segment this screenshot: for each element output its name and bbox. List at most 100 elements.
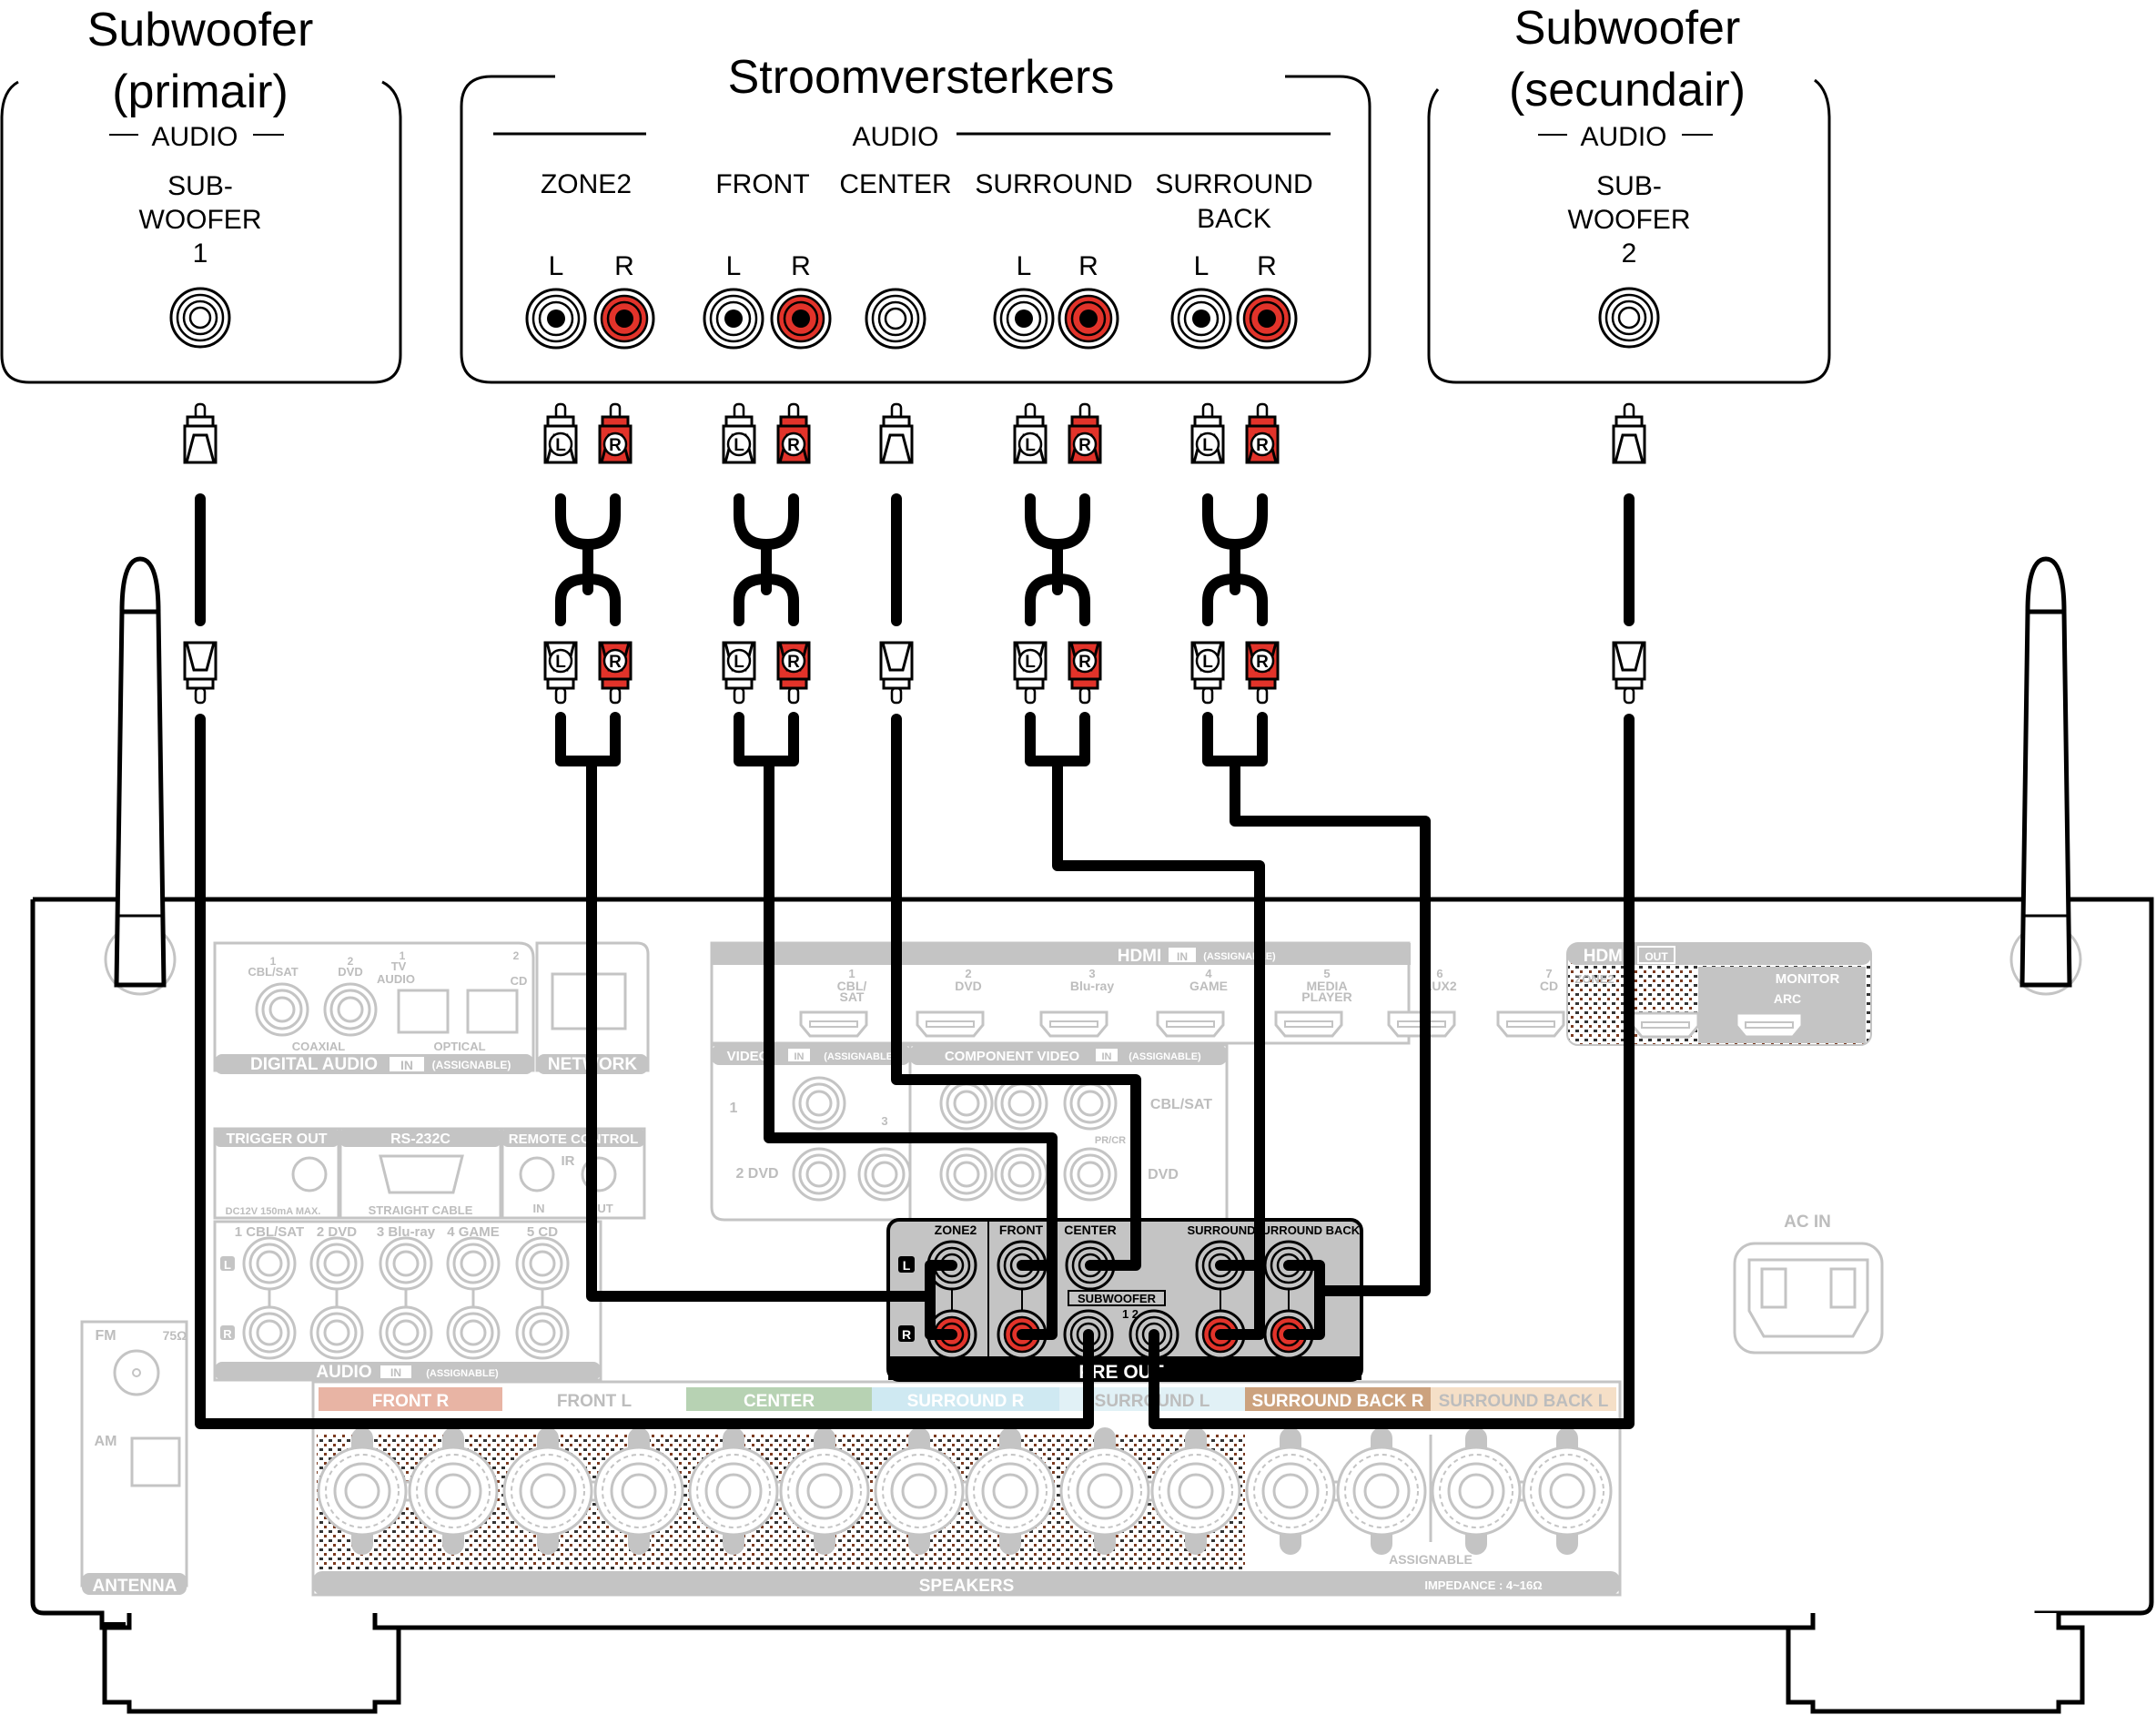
speaker-channel-label: SURROUND R bbox=[907, 1392, 1025, 1411]
ac-in-socket bbox=[1733, 1242, 1884, 1355]
rca-plug-white bbox=[183, 402, 218, 464]
rca-plug-red: R bbox=[776, 402, 811, 464]
amp-input-jack bbox=[1236, 288, 1298, 350]
hdmi-input-num: 4 bbox=[1205, 967, 1212, 980]
hdmi-input-label-2: PLAYER bbox=[1301, 989, 1352, 1004]
hdmi-input-num: 5 bbox=[1323, 967, 1330, 980]
hdmi-input-port bbox=[799, 1010, 868, 1038]
preout-surround-back-label: SURROUND BACK bbox=[1254, 1223, 1361, 1237]
cable-subwoofer-1 bbox=[195, 714, 1094, 1429]
rca-plug-white: L bbox=[1190, 402, 1225, 464]
rca-plug-white bbox=[879, 402, 914, 464]
preout-subwoofer-numbers: 1 2 bbox=[1122, 1307, 1139, 1321]
amp-channel-label: ZONE2 bbox=[541, 169, 632, 199]
svg-text:R: R bbox=[787, 436, 800, 455]
left-foot bbox=[102, 1613, 401, 1714]
sub2-label-line3: 2 bbox=[1622, 238, 1637, 269]
hdmi-input-num: 1 bbox=[848, 967, 855, 980]
cable-center bbox=[891, 714, 1141, 1271]
rca-plug-red: R bbox=[776, 641, 811, 705]
hdmi-out-title: HDMI bbox=[1584, 947, 1628, 966]
speaker-channel-band bbox=[319, 1387, 502, 1411]
hdmi-out-section: HDMI OUT ZONE2 MONITOR ARC bbox=[1566, 942, 1872, 1046]
preout-subwoofer-label: SUBWOOFER bbox=[1078, 1292, 1157, 1305]
audio-in-l-badge: L bbox=[224, 1258, 231, 1272]
video-in-badge: IN bbox=[795, 1051, 805, 1062]
svg-text:L: L bbox=[555, 653, 566, 672]
amp-jack-side-label: R bbox=[1078, 251, 1098, 281]
audio-in-assignable: (ASSIGNABLE) bbox=[426, 1368, 499, 1379]
trigger-out-section: TRIGGER OUT DC12V 150mA MAX. bbox=[213, 1127, 340, 1220]
ac-in-section: AC IN bbox=[1733, 1213, 1884, 1355]
svg-text:L: L bbox=[1025, 653, 1036, 672]
sub2-label-line1: SUB- bbox=[1596, 171, 1662, 201]
optical-jack-1 bbox=[397, 989, 450, 1034]
av-receiver-rear-panel: 1 CBL/SAT 2 DVD 1 TV AUDIO 2 CD COAXIAL … bbox=[30, 897, 2154, 1714]
opt1-label-b: AUDIO bbox=[377, 972, 415, 986]
component-row2-label: DVD bbox=[1148, 1167, 1179, 1182]
hdmi-input-port bbox=[916, 1010, 985, 1038]
video-assignable: (ASSIGNABLE) bbox=[824, 1051, 896, 1062]
cable-zone2 bbox=[586, 756, 957, 1340]
coaxial-jack-2 bbox=[323, 982, 378, 1037]
audio-in-title: AUDIO bbox=[316, 1363, 371, 1382]
speaker-channel-band bbox=[686, 1387, 872, 1411]
preout-l-badge: L bbox=[903, 1258, 911, 1273]
video-jack-3 bbox=[857, 1147, 912, 1202]
component-assignable: (ASSIGNABLE) bbox=[1129, 1051, 1201, 1062]
preout-front-label: FRONT bbox=[999, 1223, 1044, 1237]
audio-in-l-jack bbox=[379, 1236, 433, 1291]
amp-jack-side-label: L bbox=[726, 251, 742, 281]
component-pr-label: PR/CR bbox=[1095, 1135, 1126, 1146]
video-row2-label: 2 DVD bbox=[735, 1166, 778, 1182]
amp-channel-label: SURROUND bbox=[1155, 169, 1312, 199]
svg-text:R: R bbox=[1078, 653, 1091, 672]
speakers-title: SPEAKERS bbox=[919, 1577, 1015, 1596]
component-in-badge: IN bbox=[1102, 1051, 1112, 1062]
svg-text:L: L bbox=[1202, 653, 1213, 672]
audio-in-r-jack bbox=[242, 1305, 297, 1360]
speaker-channel-label: SURROUND BACK L bbox=[1439, 1392, 1609, 1411]
svg-text:L: L bbox=[734, 436, 744, 455]
audio-in-r-jack bbox=[446, 1305, 501, 1360]
am-antenna-terminal bbox=[130, 1436, 181, 1487]
subwoofer-secondary-group-label: AUDIO bbox=[1580, 122, 1666, 152]
audio-in-r-badge: R bbox=[223, 1327, 232, 1341]
rca-plug-red: R bbox=[1068, 641, 1102, 705]
wireless-antenna-right bbox=[2019, 556, 2072, 988]
video-row1-num: 1 bbox=[730, 1101, 738, 1116]
amp-input-jack bbox=[593, 288, 655, 350]
hdmi-input-port bbox=[1156, 1010, 1225, 1038]
rca-plug-white: L bbox=[1190, 641, 1225, 705]
subwoofer-primary-title-line1: Subwoofer bbox=[87, 4, 314, 56]
amp-input-jack bbox=[525, 288, 587, 350]
audio-in-l-jack bbox=[242, 1236, 297, 1291]
amp-jack-side-label: L bbox=[549, 251, 564, 281]
speaker-channel-label: CENTER bbox=[744, 1392, 815, 1411]
fm-antenna-jack bbox=[113, 1349, 160, 1396]
opt2-num: 2 bbox=[513, 949, 520, 962]
video-jack-1 bbox=[792, 1076, 846, 1131]
antenna-section: FM 75Ω AM ANTENNA bbox=[80, 1320, 188, 1596]
coax2-num: 2 bbox=[348, 955, 354, 968]
speaker-channel-label: FRONT L bbox=[557, 1392, 633, 1411]
optical-label: OPTICAL bbox=[433, 1040, 485, 1053]
trigger-out-spec: DC12V 150mA MAX. bbox=[226, 1206, 321, 1217]
optical-jack-2 bbox=[466, 989, 519, 1034]
am-label: AM bbox=[95, 1434, 117, 1449]
video-num3: 3 bbox=[881, 1114, 887, 1128]
rs232c-section: RS-232C STRAIGHT CABLE bbox=[339, 1127, 502, 1220]
hdmi-in-badge: IN bbox=[1177, 950, 1188, 963]
svg-text:R: R bbox=[609, 653, 622, 672]
speaker-channel-band bbox=[1245, 1387, 1431, 1411]
remote-out-jack bbox=[581, 1156, 617, 1192]
digital-audio-in-section: 1 CBL/SAT 2 DVD 1 TV AUDIO 2 CD COAXIAL … bbox=[213, 941, 535, 1074]
cable-front bbox=[764, 756, 1058, 1340]
hdmi-assignable: (ASSIGNABLE) bbox=[1203, 951, 1276, 962]
amp-jack-side-label: R bbox=[1257, 251, 1277, 281]
preout-surround-label: SURROUND bbox=[1187, 1223, 1255, 1237]
wireless-antenna-left bbox=[114, 556, 167, 988]
